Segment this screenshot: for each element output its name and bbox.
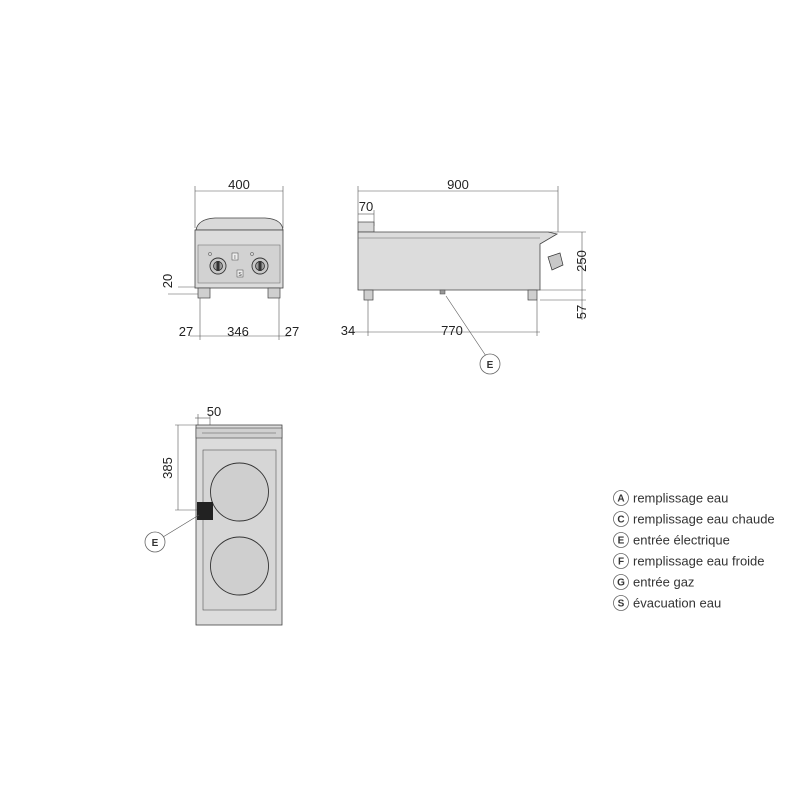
legend-text: remplissage eau [633,491,728,506]
side-back-upstand [357,221,375,233]
right-knob [250,252,269,275]
indicator-light-top [231,252,239,261]
legend-letter: A [617,494,624,505]
dim-front-left-side: 27 [179,324,193,339]
dim-side-back: 70 [359,199,373,214]
legend-text: entrée gaz [633,575,694,590]
indicator-top-label: I [234,255,235,261]
legend-badge [613,574,629,590]
legend-letter: C [617,515,624,526]
legend-letter: F [618,557,624,568]
top-callout-e [144,531,166,553]
legend-text: entrée électrique [633,533,730,548]
left-knob [208,252,227,275]
dim-side-height: 250 [574,250,589,272]
front-right-foot [267,287,281,299]
legend-badge [613,595,629,611]
side-front-foot [527,289,538,301]
front-top-cover [195,217,284,231]
legend-letter: S [618,599,625,610]
dim-front-offset: 20 [160,274,175,288]
front-left-foot [197,287,211,299]
top-electric-entry [197,502,213,520]
side-body [357,231,559,291]
indicator-bottom-label: S [238,272,242,278]
side-callout-letter: E [487,360,494,371]
hotplate-front [210,536,269,596]
dim-top-back: 50 [207,404,221,419]
hotplate-rear [210,462,269,522]
legend-letter: G [617,578,625,589]
top-view: 50 385 E [144,404,283,626]
front-view: 400 I S 20 [160,177,299,340]
side-electric-entry [439,289,446,295]
dim-side-front-offset: 34 [341,323,355,338]
legend-badge [613,532,629,548]
legend-letter: E [618,536,625,547]
dim-side-length: 900 [447,177,469,192]
legend-badge [613,511,629,527]
legend-text: évacuation eau [633,596,721,611]
legend-text: remplissage eau chaude [633,512,775,527]
top-callout-letter: E [152,538,159,549]
legend-badge [613,553,629,569]
legend-text: remplissage eau froide [633,554,765,569]
dim-side-foot-height: 57 [574,305,589,319]
side-callout-e [479,353,501,375]
dim-side-foot-span: 770 [441,323,463,338]
dim-front-width: 400 [228,177,250,192]
indicator-light-bottom [236,269,244,278]
dim-top-offset: 385 [160,457,175,479]
dim-front-right-side: 27 [285,324,299,339]
legend-badge [613,490,629,506]
side-knob [547,252,564,271]
dim-front-inner: 346 [227,324,249,339]
side-back-foot [363,289,374,301]
side-view: 900 70 250 57 34 770 E [341,177,589,375]
